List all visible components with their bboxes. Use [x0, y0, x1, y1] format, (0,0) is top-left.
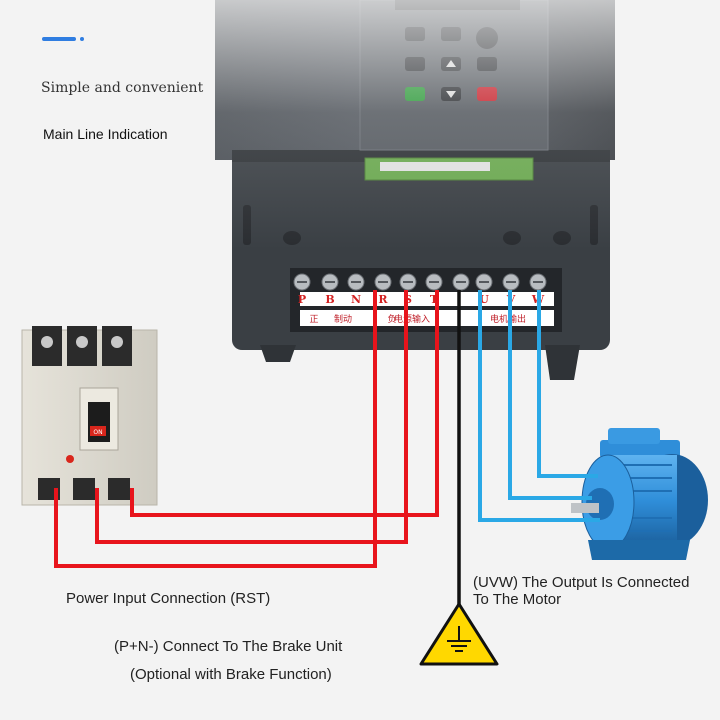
terminal-caption: 正: [309, 315, 318, 325]
terminal-caption: 电源输入: [394, 313, 430, 325]
subtitle: Simple and convenient: [41, 80, 204, 96]
breaker-bottom-terminal-3: [108, 478, 130, 500]
terminal-letter: S: [404, 293, 412, 306]
terminal-letter-strip: [300, 292, 554, 306]
terminal-letter: P: [298, 293, 306, 306]
wire-output-v: [508, 290, 592, 500]
motor-icon: [571, 428, 708, 560]
terminal-letter: T: [430, 293, 439, 306]
terminal-caption-strip: [300, 310, 554, 326]
breaker-screw: [41, 336, 53, 348]
ground-warning-icon: [419, 602, 499, 666]
accent-bar: [42, 37, 76, 41]
wires: [54, 290, 600, 610]
inverter-foot-right: [545, 345, 580, 380]
terminal-letter: U: [479, 293, 489, 306]
breaker-bottom-terminal-2: [73, 478, 95, 500]
terminal-caption: 负: [387, 313, 396, 325]
motor-terminal-box: [600, 440, 680, 458]
breaker-on-label: [90, 426, 106, 436]
circuit-breaker-icon: ON: [21, 326, 158, 506]
uvw-output-label: (UVW) The Output Is Connected: [473, 574, 690, 591]
inverter-foot-left: [260, 345, 296, 362]
wire-power-r: [54, 290, 377, 568]
motor-base: [588, 540, 690, 560]
inverter-fade-overlay: [215, 0, 615, 250]
breaker-screw: [76, 336, 88, 348]
uvw-motor-label: To The Motor: [473, 591, 562, 608]
wire-power-s: [95, 290, 408, 544]
terminal-caption: 制动: [334, 313, 352, 325]
wire-power-t: [130, 290, 439, 517]
terminal-letter: N: [351, 293, 361, 306]
brake-optional-label: (Optional with Brake Function): [130, 666, 332, 683]
main-line-indication: Main Line Indication: [43, 126, 168, 142]
terminal-letter: B: [325, 293, 334, 306]
power-input-label: Power Input Connection (RST): [66, 590, 271, 607]
breaker-on-text: ON: [93, 429, 102, 436]
wire-output-u: [478, 290, 600, 522]
motor-shaft: [571, 503, 599, 513]
motor-terminal-box-lid: [608, 428, 660, 444]
breaker-screw: [111, 336, 123, 348]
wire-output-w: [537, 290, 598, 478]
terminal-letter: R: [378, 293, 388, 306]
breaker-indicator-light: [66, 455, 74, 463]
accent-dot: [80, 37, 84, 41]
brake-unit-label: (P+N-) Connect To The Brake Unit: [114, 638, 343, 655]
